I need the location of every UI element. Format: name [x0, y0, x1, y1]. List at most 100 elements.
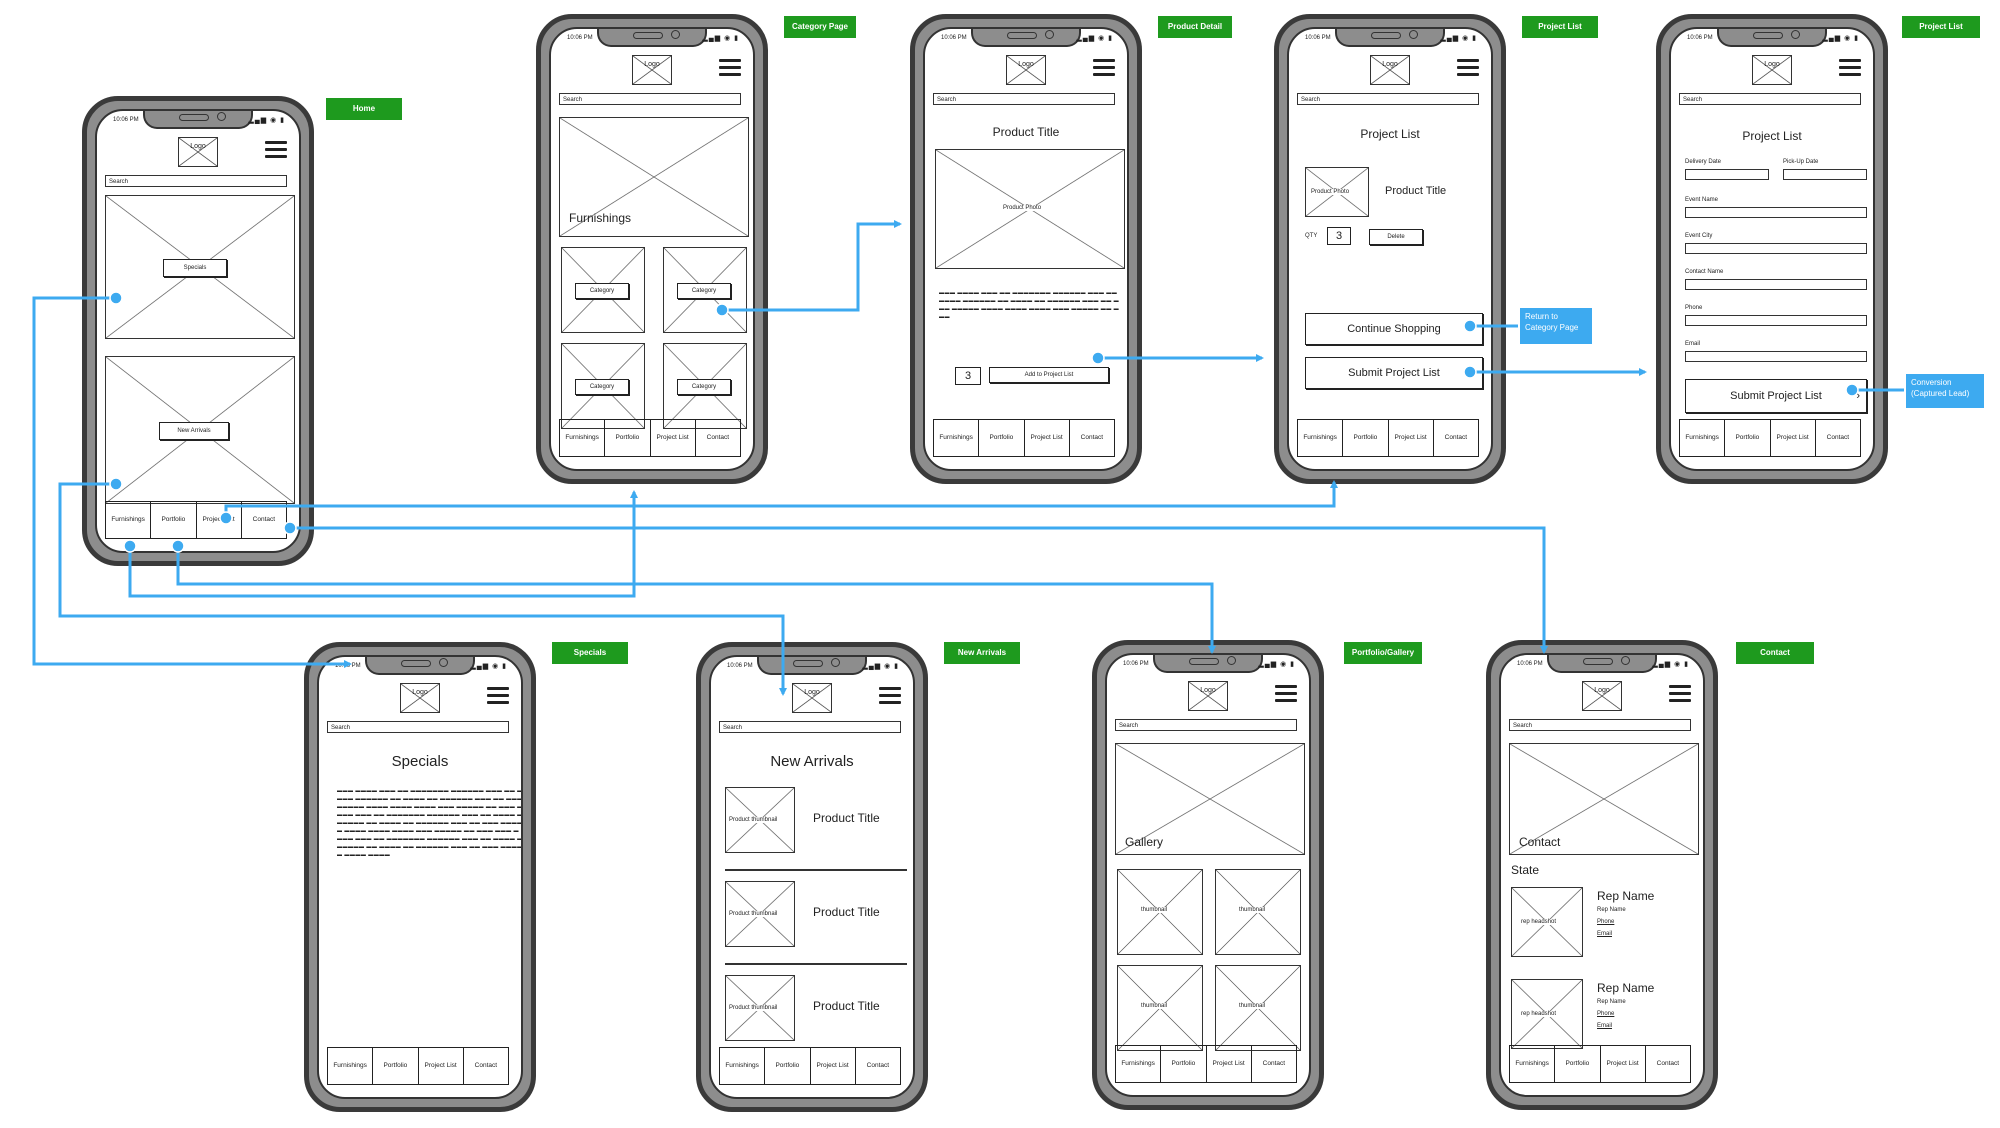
- hamburger-icon[interactable]: [265, 141, 287, 159]
- new-arrivals-label[interactable]: New Arrivals: [159, 422, 229, 440]
- nav-contact[interactable]: Contact: [1826, 434, 1850, 441]
- nav-contact[interactable]: Contact: [706, 434, 730, 441]
- nav-project-list[interactable]: Project List: [1389, 420, 1434, 456]
- bottom-nav: Furnishings Portfolio Project List Conta…: [559, 419, 741, 457]
- qty-stepper[interactable]: 3: [1327, 227, 1351, 245]
- add-to-project-list-button[interactable]: Add to Project List: [989, 367, 1109, 383]
- nav-project-list[interactable]: Project List: [811, 1048, 856, 1084]
- event-city-label: Event City: [1685, 233, 1713, 239]
- nav-project-list[interactable]: Project List: [419, 1048, 464, 1084]
- search-input[interactable]: Search: [933, 93, 1115, 105]
- event-name-field[interactable]: [1685, 207, 1867, 218]
- nav-furnishings[interactable]: Furnishings: [560, 420, 606, 456]
- delete-button[interactable]: Delete: [1369, 229, 1423, 245]
- nav-project-list[interactable]: Project List: [197, 502, 242, 538]
- nav-portfolio[interactable]: Portfolio: [1161, 1046, 1207, 1082]
- nav-portfolio[interactable]: Portfolio: [151, 502, 197, 538]
- search-input[interactable]: Search: [559, 93, 741, 105]
- hamburger-icon[interactable]: [719, 59, 741, 77]
- nav-project-list[interactable]: Project List: [1025, 420, 1070, 456]
- qty-stepper[interactable]: 3: [955, 367, 981, 385]
- nav-furnishings[interactable]: Furnishings: [1510, 1046, 1556, 1082]
- logo[interactable]: Logo: [632, 55, 672, 85]
- nav-furnishings[interactable]: Furnishings: [1116, 1046, 1162, 1082]
- nav-contact[interactable]: Contact: [866, 1062, 890, 1069]
- logo[interactable]: Logo: [400, 683, 440, 713]
- category-tile-label[interactable]: Category: [575, 379, 629, 395]
- category-tile-label[interactable]: Category: [677, 283, 731, 299]
- search-input[interactable]: Search: [1509, 719, 1691, 731]
- search-input[interactable]: Search: [719, 721, 901, 733]
- rep-email-link[interactable]: Email: [1597, 931, 1613, 937]
- phone-field[interactable]: [1685, 315, 1867, 326]
- hamburger-icon[interactable]: [1457, 59, 1479, 77]
- product-title[interactable]: Product Title: [813, 999, 880, 1013]
- nav-project-list[interactable]: Project List: [1207, 1046, 1252, 1082]
- logo[interactable]: Logo: [792, 683, 832, 713]
- gallery-hero-caption: Gallery: [1125, 835, 1164, 849]
- nav-contact[interactable]: Contact: [1444, 434, 1468, 441]
- nav-portfolio[interactable]: Portfolio: [373, 1048, 419, 1084]
- hamburger-icon[interactable]: [1093, 59, 1115, 77]
- nav-project-list[interactable]: Project List: [1601, 1046, 1646, 1082]
- product-title[interactable]: Product Title: [813, 811, 880, 825]
- nav-furnishings[interactable]: Furnishings: [1298, 420, 1344, 456]
- specials-label[interactable]: Specials: [163, 259, 227, 277]
- flow-dot: [109, 477, 123, 491]
- logo[interactable]: Logo: [1752, 55, 1792, 85]
- continue-shopping-button[interactable]: Continue Shopping›: [1305, 313, 1483, 345]
- contact-name-label: Contact Name: [1685, 269, 1724, 275]
- gallery-thumbnail-label: thumbnail: [1239, 1003, 1266, 1009]
- nav-contact[interactable]: Contact: [1656, 1060, 1680, 1067]
- logo[interactable]: Logo: [178, 137, 218, 167]
- nav-portfolio[interactable]: Portfolio: [605, 420, 651, 456]
- hamburger-icon[interactable]: [487, 687, 509, 705]
- logo[interactable]: Logo: [1006, 55, 1046, 85]
- category-tile-label[interactable]: Category: [575, 283, 629, 299]
- search-input[interactable]: Search: [1679, 93, 1861, 105]
- search-input[interactable]: Search: [327, 721, 509, 733]
- pickup-date-field[interactable]: [1783, 169, 1867, 180]
- nav-portfolio[interactable]: Portfolio: [765, 1048, 811, 1084]
- nav-portfolio[interactable]: Portfolio: [979, 420, 1025, 456]
- nav-project-list[interactable]: Project List: [1771, 420, 1816, 456]
- nav-contact[interactable]: Contact: [1080, 434, 1104, 441]
- product-title[interactable]: Product Title: [813, 905, 880, 919]
- rep-phone-link[interactable]: Phone: [1597, 919, 1615, 925]
- search-input[interactable]: Search: [1115, 719, 1297, 731]
- delivery-date-field[interactable]: [1685, 169, 1769, 180]
- submit-project-list-button[interactable]: Submit Project List›: [1305, 357, 1483, 389]
- nav-furnishings[interactable]: Furnishings: [720, 1048, 766, 1084]
- hamburger-icon[interactable]: [1669, 685, 1691, 703]
- rep-phone-link[interactable]: Phone: [1597, 1011, 1615, 1017]
- hamburger-icon[interactable]: [1275, 685, 1297, 703]
- category-tile-label[interactable]: Category: [677, 379, 731, 395]
- logo[interactable]: Logo: [1188, 681, 1228, 711]
- search-input[interactable]: Search: [105, 175, 287, 187]
- bottom-nav: Furnishings Portfolio Project List Conta…: [719, 1047, 901, 1085]
- event-city-field[interactable]: [1685, 243, 1867, 254]
- search-input[interactable]: Search: [1297, 93, 1479, 105]
- nav-furnishings[interactable]: Furnishings: [1680, 420, 1726, 456]
- logo[interactable]: Logo: [1582, 681, 1622, 711]
- nav-portfolio[interactable]: Portfolio: [1725, 420, 1771, 456]
- specials-banner[interactable]: [105, 195, 295, 339]
- logo[interactable]: Logo: [1370, 55, 1410, 85]
- hamburger-icon[interactable]: [1839, 59, 1861, 77]
- submit-project-list-button[interactable]: Submit Project List›: [1685, 379, 1867, 413]
- email-field[interactable]: [1685, 351, 1867, 362]
- submit-project-list-label: Submit Project List: [1730, 390, 1822, 402]
- nav-contact[interactable]: Contact: [252, 516, 276, 523]
- nav-portfolio[interactable]: Portfolio: [1555, 1046, 1601, 1082]
- nav-contact[interactable]: Contact: [474, 1062, 498, 1069]
- hamburger-icon[interactable]: [879, 687, 901, 705]
- nav-furnishings[interactable]: Furnishings: [328, 1048, 374, 1084]
- contact-name-field[interactable]: [1685, 279, 1867, 290]
- nav-furnishings[interactable]: Furnishings: [934, 420, 980, 456]
- note-return-category: Return to Category Page: [1520, 308, 1592, 344]
- nav-project-list[interactable]: Project List: [651, 420, 696, 456]
- nav-contact[interactable]: Contact: [1262, 1060, 1286, 1067]
- rep-email-link[interactable]: Email: [1597, 1023, 1613, 1029]
- nav-portfolio[interactable]: Portfolio: [1343, 420, 1389, 456]
- nav-furnishings[interactable]: Furnishings: [106, 502, 152, 538]
